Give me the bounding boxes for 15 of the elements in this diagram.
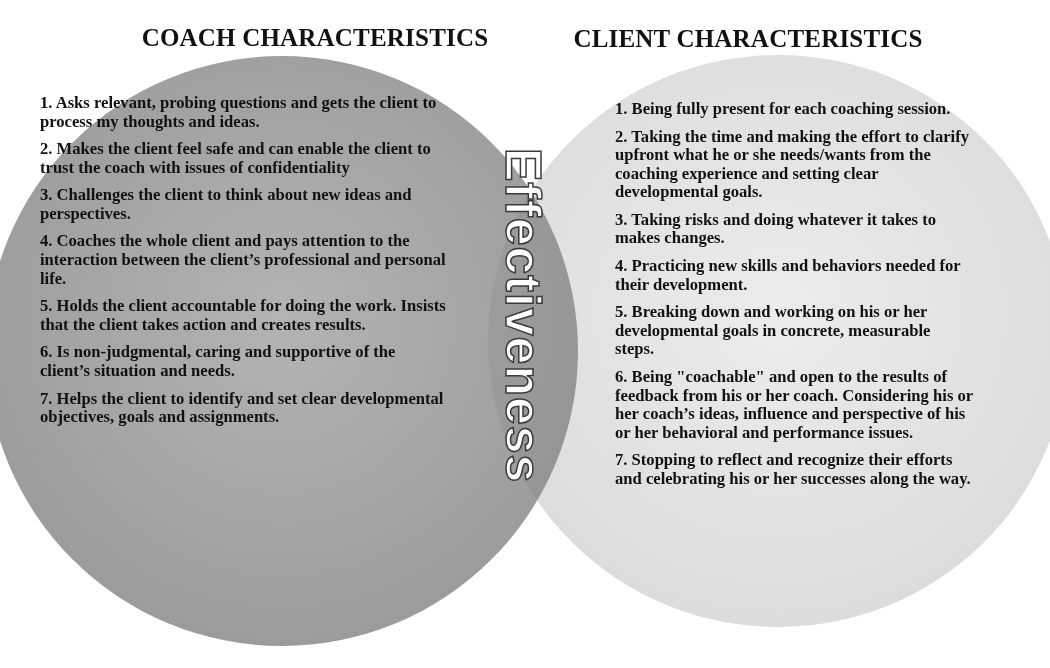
list-item: 6. Being "coachable" and open to the results of feedback from his or her coach. Considering his or her coach’s ideas, influence and perspective of his or her behavioral and performance issues. — [615, 367, 973, 443]
heading: CLIENT CHARACTERISTICS — [573, 25, 923, 53]
heading: COACH CHARACTERISTICS — [141, 24, 489, 52]
list-item: 7. Helps the client to identify and set clear developmental objectives, goals and assignments. — [40, 389, 445, 427]
vertical-label: Effectiveness — [494, 148, 552, 484]
list-item: 5. Holds the client accountable for doing the work. Insists that the client takes action and creates results. — [40, 297, 447, 335]
list-item: 7. Stopping to reflect and recognize their efforts and celebrating his or her successes along the way. — [615, 451, 972, 489]
list-item: 5. Breaking down and working on his or her developmental goals in concrete, measurable steps. — [615, 303, 932, 359]
list-item: 2. Taking the time and making the effort to clarify upfront what he or she needs/wants from the coaching experience and setting clear developmental goals. — [615, 127, 970, 202]
list-item: 6. Is non-judgmental, caring and supportive of the client’s situation and needs. — [40, 343, 397, 381]
list-item: 4. Coaches the whole client and pays attention to the interaction between the client’s professional and personal life. — [40, 232, 447, 289]
list-item: 3. Challenges the client to think about new ideas and perspectives. — [40, 186, 413, 224]
list-item: 1. Being fully present for each coaching session. — [615, 100, 952, 119]
list-item: 3. Taking risks and doing whatever it takes to makes changes. — [615, 210, 938, 249]
list-item: 4. Practicing new skills and behaviors needed for their development. — [615, 257, 962, 295]
